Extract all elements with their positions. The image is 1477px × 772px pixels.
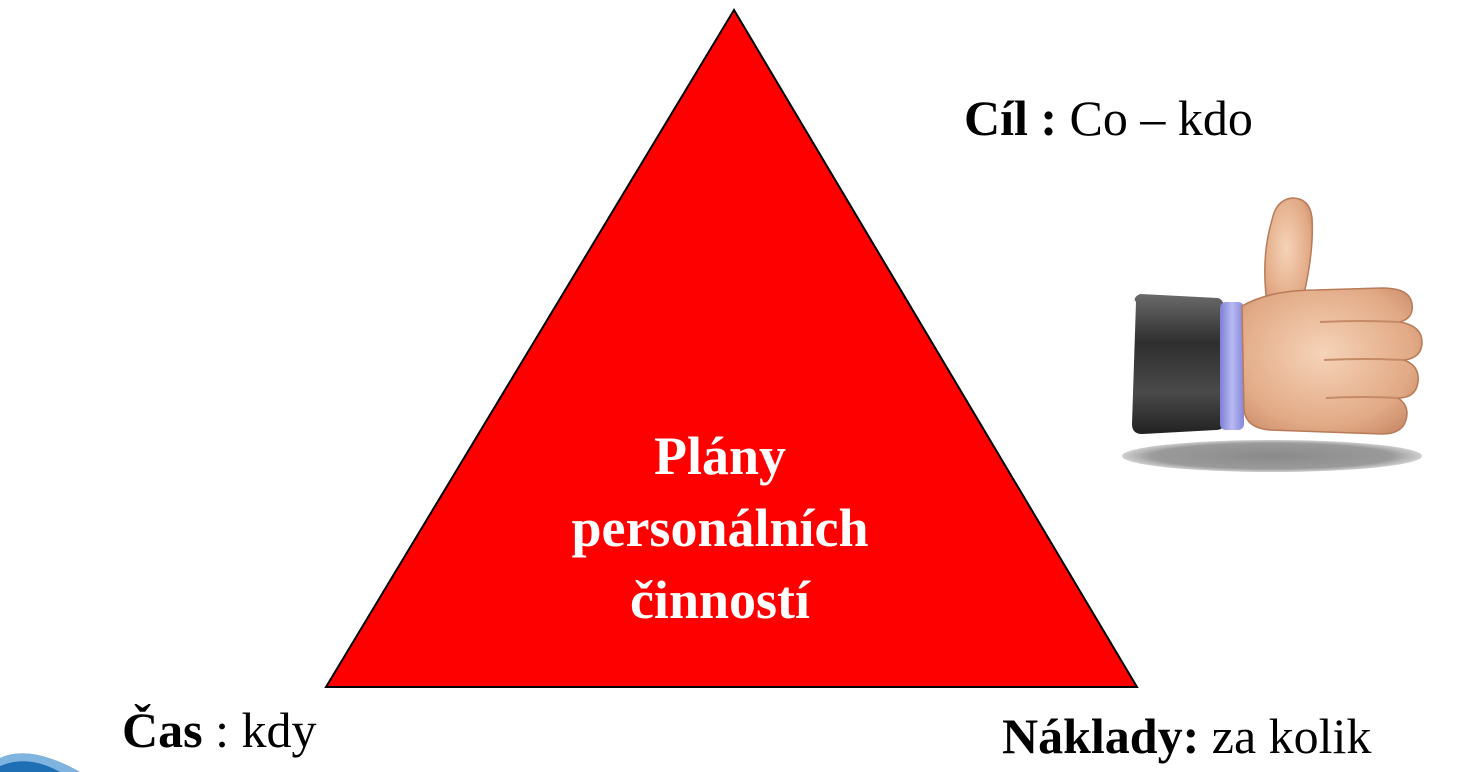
time-caption: Čas : kdy: [122, 700, 316, 760]
center-line-2: personálních: [571, 498, 869, 558]
cost-caption: Náklady: za kolik: [1002, 706, 1371, 766]
goal-caption: Cíl : Co – kdo: [964, 88, 1253, 148]
slide-corner-accent: [0, 753, 80, 772]
center-line-3: činností: [629, 570, 811, 630]
cost-detail: za kolik: [1199, 708, 1372, 764]
thumbs-up-icon: [1122, 197, 1423, 472]
goal-term: Cíl :: [964, 90, 1058, 146]
triangle-center-label: Plány personálních činností: [520, 420, 920, 636]
time-term: Čas: [122, 702, 203, 758]
center-line-1: Plány: [653, 426, 787, 486]
time-detail: : kdy: [202, 702, 317, 758]
goal-detail: Co – kdo: [1057, 90, 1253, 146]
triangle-shape: [324, 8, 1139, 688]
cost-term: Náklady:: [1002, 708, 1200, 764]
